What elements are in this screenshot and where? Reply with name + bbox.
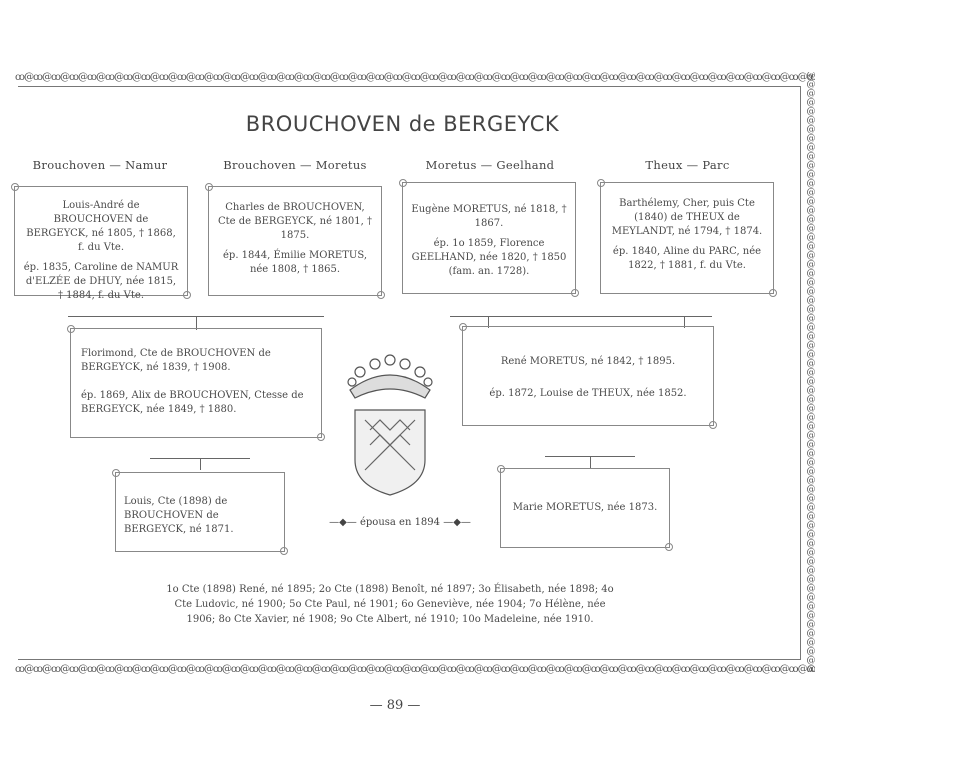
box-florimond: Florimond, Cte de BROUCHOVEN de BERGEYCK… [67, 325, 325, 441]
box-marie-line1: Marie MORETUS, née 1873. [512, 502, 658, 513]
box-eugene-line1: Eugène MORETUS, né 1818, † 1867. [411, 204, 567, 229]
box-charles-line1: Charles de BROUCHOVEN, Cte de BERGEYCK, … [218, 202, 372, 241]
right-border-band: @@@@@@@@@@@@@@@@@@@@@@@@@@@@@@@@@@@@@@@@… [806, 72, 816, 672]
page-number: — 89 — [369, 698, 421, 713]
column-header-parc: Theux — Parc [645, 158, 730, 172]
married-caption: —◆— épousa en 1894 —◆— [329, 517, 471, 528]
box-louis: Louis, Cte (1898) de BROUCHOVEN de BERGE… [112, 469, 288, 555]
box-rene: René MORETUS, né 1842, † 1895. ép. 1872,… [459, 323, 717, 429]
coat-of-arms-icon [347, 354, 433, 496]
box-louis-andre: Louis-André de BROUCHOVEN de BERGEYCK, n… [11, 183, 191, 301]
connector-right-top-stem-a [488, 316, 489, 328]
box-eugene-line2: ép. 1o 1859, Florence GEELHAND, née 1820… [411, 238, 567, 277]
children-list: 1o Cte (1898) René, né 1895; 2o Cte (189… [166, 584, 614, 625]
box-florimond-line2: ép. 1869, Alix de BROUCHOVEN, Ctesse de … [81, 390, 304, 415]
connector-right-top [450, 316, 712, 317]
inner-frame [18, 86, 801, 660]
box-charles-line2: ép. 1844, Émilie MORETUS, née 1808, † 18… [223, 250, 367, 275]
bottom-border-band: ꝏ@ꝏ@ꝏ@ꝏ@ꝏ@ꝏ@ꝏ@ꝏ@ꝏ@ꝏ@ꝏ@ꝏ@ꝏ@ꝏ@ꝏ@ꝏ@ꝏ@ꝏ@ꝏ@ꝏ@… [15, 664, 815, 675]
connector-right-top-stem-b [684, 316, 685, 328]
box-rene-line1: René MORETUS, né 1842, † 1895. [500, 356, 676, 367]
column-header-namur: Brouchoven — Namur [32, 158, 168, 172]
box-louis-andre-line2: ép. 1835, Caroline de NAMUR d'ELZÉE de D… [23, 262, 179, 301]
box-florimond-line1: Florimond, Cte de BROUCHOVEN de BERGEYCK… [81, 348, 271, 373]
box-charles: Charles de BROUCHOVEN, Cte de BERGEYCK, … [205, 183, 385, 299]
box-louis-line1: Louis, Cte (1898) de BROUCHOVEN de BERGE… [124, 496, 234, 535]
connector-left-mid-stem [200, 458, 201, 470]
connector-left-top-stem [196, 316, 197, 330]
box-barthelemy-line2: ép. 1840, Aline du PARC, née 1822, † 188… [612, 246, 762, 271]
box-marie: Marie MORETUS, née 1873. [497, 465, 673, 551]
column-header-moretus: Brouchoven — Moretus [223, 158, 367, 172]
page-title: BROUCHOVEN de BERGEYCK [245, 112, 560, 136]
box-barthelemy-line1: Barthélemy, Cher, puis Cte (1840) de THE… [611, 198, 763, 237]
box-louis-andre-line1: Louis-André de BROUCHOVEN de BERGEYCK, n… [26, 200, 176, 253]
box-rene-line2: ép. 1872, Louise de THEUX, née 1852. [489, 388, 687, 399]
top-border-band: ꝏ@ꝏ@ꝏ@ꝏ@ꝏ@ꝏ@ꝏ@ꝏ@ꝏ@ꝏ@ꝏ@ꝏ@ꝏ@ꝏ@ꝏ@ꝏ@ꝏ@ꝏ@ꝏ@ꝏ@… [15, 72, 815, 83]
column-header-geelhand: Moretus — Geelhand [425, 158, 555, 172]
box-barthelemy: Barthélemy, Cher, puis Cte (1840) de THE… [597, 179, 777, 297]
box-eugene: Eugène MORETUS, né 1818, † 1867. ép. 1o … [399, 179, 579, 297]
connector-right-mid-stem [590, 456, 591, 468]
